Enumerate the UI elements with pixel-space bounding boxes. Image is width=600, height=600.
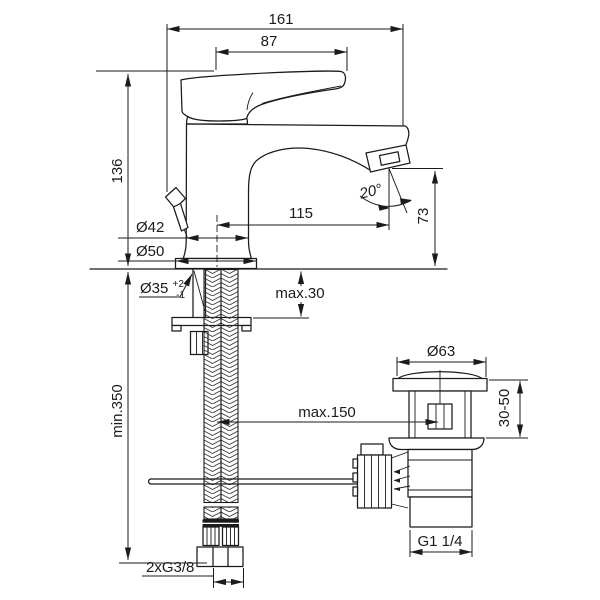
- svg-text:161: 161: [268, 11, 293, 28]
- svg-text:max.150: max.150: [298, 404, 356, 421]
- hose-thread-section: [202, 526, 240, 547]
- hose-collar-band: [202, 519, 239, 523]
- dim-handle-projection: 87: [215, 33, 348, 71]
- base-plate: [174, 257, 258, 270]
- dim-spout-reach: 115: [217, 205, 389, 229]
- svg-text:2xG3/8: 2xG3/8: [146, 559, 194, 576]
- aerator-insert: [378, 151, 401, 166]
- under-deck-assembly: [89, 268, 448, 568]
- dim-spray-angle: 20°: [357, 168, 412, 230]
- pop-up-rod: [148, 478, 363, 485]
- dim-drain-distance-max: max.150: [217, 404, 438, 426]
- dim-clamping-range: 30-50: [486, 379, 528, 439]
- handle-crease: [246, 92, 254, 111]
- supply-hoses: [196, 268, 244, 568]
- svg-text:136: 136: [109, 158, 126, 183]
- waste-tailpipe: [409, 496, 473, 528]
- dim-waste-outlet-thread: G1 1/4: [409, 530, 473, 557]
- dimension-annotations: 161 87 136 min.350 Ø42: [96, 11, 528, 588]
- hose-hex-nuts: [196, 546, 244, 568]
- dim-supply-connections: 2xG3/8: [142, 559, 244, 588]
- dim-waste-flange-diameter: Ø63: [396, 343, 487, 377]
- svg-text:max.30: max.30: [275, 285, 324, 302]
- dim-spout-height: 73: [392, 168, 443, 266]
- svg-text:min.350: min.350: [109, 384, 126, 437]
- faucet-handle: [180, 70, 347, 122]
- waste-mid-body: [407, 448, 473, 498]
- handle-crease: [261, 85, 342, 104]
- svg-text:Ø50: Ø50: [136, 243, 164, 260]
- svg-text:Ø42: Ø42: [136, 219, 164, 236]
- svg-text:20°: 20°: [357, 181, 384, 203]
- svg-text:87: 87: [261, 33, 278, 50]
- knurled-nut: [352, 443, 411, 509]
- svg-text:115: 115: [289, 205, 313, 222]
- waste-slot: [427, 403, 453, 430]
- waste-upper-body: [408, 370, 472, 439]
- dim-overall-width: 161: [166, 11, 404, 192]
- pull-rod-pin: [172, 202, 189, 232]
- svg-text:Ø63: Ø63: [427, 343, 455, 360]
- hose-collar-band: [202, 524, 239, 527]
- svg-text:73: 73: [415, 208, 432, 225]
- dim-deck-thickness-max: max.30: [253, 271, 325, 319]
- drain-assembly: [352, 370, 488, 528]
- dim-base-diameter: Ø50: [118, 243, 256, 265]
- svg-text:30-50: 30-50: [496, 389, 513, 427]
- dim-overall-height: 136: [96, 70, 214, 266]
- dim-hose-length-min: min.350: [109, 272, 207, 564]
- dim-hole-diameter: Ø35 +2 -1: [139, 273, 193, 301]
- faucet: [164, 70, 411, 270]
- svg-text:G1 1/4: G1 1/4: [417, 533, 462, 550]
- waste-lower-flange: [388, 437, 485, 451]
- svg-text:Ø35 +2 -1: Ø35 +2 -1: [140, 274, 188, 301]
- dim-body-diameter: Ø42: [118, 219, 248, 242]
- rod-spring-clip: [391, 451, 411, 509]
